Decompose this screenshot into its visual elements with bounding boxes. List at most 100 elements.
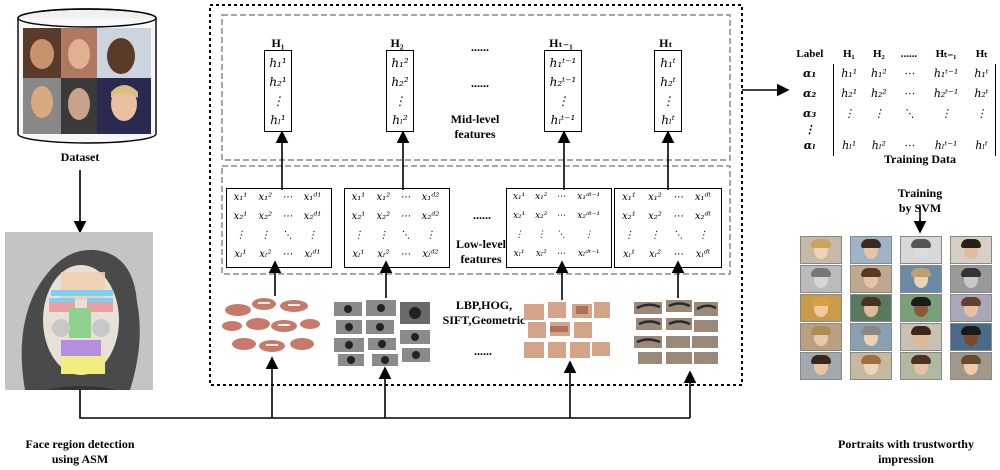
portrait [850,265,892,293]
training-cell: ⋯ [903,139,915,152]
portrait-grid [800,236,998,380]
low-cell: xₗ¹ [234,249,247,260]
low-cell: ⋱ [282,230,293,241]
low-cell: x₁ᵈᵗ [694,192,712,203]
low-cell: x₁¹ [233,192,248,203]
low-cell: xₗ² [377,249,390,260]
low-matrix-2 [344,188,450,268]
low-cell: x₁ᵈ² [421,192,440,203]
portrait [900,236,942,264]
training-cell: h₁¹ [833,64,865,84]
portrait [950,323,992,351]
low-cell: ⋮ [353,230,364,241]
low-cell: xₗ¹ [352,249,365,260]
low-cell: x₂² [376,211,391,222]
mid-matrix-4-row: hₗᵗ [661,113,675,127]
low-cell: xₗ¹ [513,249,525,259]
low-cell: ⋮ [650,230,660,241]
portrait [950,352,992,380]
portrait [900,294,942,322]
low-cell: x₂ᵈ² [421,211,440,222]
training-label-cell: αₗ [803,139,816,152]
mid-level-box [221,14,731,161]
mid-matrix-4-header: Hₜ [659,36,673,50]
portrait [950,265,992,293]
low-cell: ⋮ [307,230,318,241]
low-cell: ⋱ [400,230,411,241]
mid-matrix-4-row: h₁ᵗ [660,56,676,70]
portrait [900,352,942,380]
low-cell: x₂¹ [622,211,636,222]
portrait [800,294,842,322]
training-cell: hₗ² [871,139,886,152]
portrait [850,236,892,264]
training-cell: ⋮ [873,107,885,120]
mouth-patches [222,296,322,360]
asm-face-image [5,232,153,390]
low-level-box [221,165,731,275]
training-cell: h₁² [870,67,887,80]
low-cell: xₗ² [535,249,547,259]
training-cell [894,124,925,136]
training-cell [833,124,865,136]
low-cell: ⋯ [282,192,293,203]
low-cell: ⋯ [672,211,683,222]
low-cell: ⋮ [697,230,708,241]
training-label-cell: ⋮ [804,123,816,136]
portraits-label: Portraits with trustworthy impression [838,437,974,466]
mid-matrix-2-row: h₂² [391,75,409,89]
low-cell: x₂² [535,211,548,221]
mid-matrix-3 [544,50,582,132]
mid-matrix-2 [386,50,414,132]
low-cell: ⋯ [556,211,566,221]
training-header-dots: ...... [900,48,918,60]
training-cell [967,124,996,136]
low-cell: xₗᵈᵗ⁻¹ [577,249,600,259]
training-cell: ⋱ [903,107,915,120]
eye-patches [332,298,434,368]
mid-matrix-3-row: ⋮ [557,94,569,108]
training-label-cell: α₁ [802,67,817,80]
training-by-svm-label: Training by SVM [897,186,943,215]
low-cell: ⋯ [556,249,566,259]
training-cell [924,124,968,136]
low-cell: xₗᵈᵗ [695,249,711,260]
portrait [850,352,892,380]
training-header-label: Label [796,48,824,60]
portrait [850,323,892,351]
mid-matrix-1-row: hₗ¹ [270,113,286,127]
low-cell: ⋮ [624,230,634,241]
low-cell: ⋯ [282,249,293,260]
training-label-cell: α₃ [802,107,817,120]
low-cell: xₗᵈ¹ [304,249,321,260]
low-cell: x₂¹ [233,211,248,222]
training-cell: h₂ᵗ⁻¹ [933,87,959,100]
low-cell: x₂² [258,211,273,222]
low-cell: ⋮ [536,230,546,240]
mid-matrix-2-row: hₗ² [392,113,408,127]
training-header-ht1: Hₜ₋₁ [935,48,957,60]
training-cell: h₂² [870,87,887,100]
low-cell: x₂ᵈ¹ [303,211,322,222]
training-cell: ⋮ [940,107,952,120]
dataset-label: Dataset [60,150,100,164]
low-cell: xₗ¹ [622,249,636,260]
mid-dots-2: ...... [471,76,489,90]
low-cell: ⋮ [378,230,389,241]
portrait [800,352,842,380]
mid-matrix-4-row: h₂ᵗ [660,75,676,89]
low-cell: ⋮ [514,230,524,240]
training-cell: hₗ¹ [833,136,865,156]
low-matrix-4 [614,188,722,268]
low-cell: x₂¹ [512,211,526,221]
low-cell: ⋯ [672,249,683,260]
low-cell: x₁¹ [351,192,366,203]
low-cell: xₗᵈ² [422,249,439,260]
training-cell: h₂ᵗ [967,84,996,104]
low-cell: ⋮ [260,230,271,241]
mid-matrix-4 [654,50,682,132]
training-cell: h₂¹ [833,84,865,104]
portrait [950,294,992,322]
training-cell [864,124,894,136]
